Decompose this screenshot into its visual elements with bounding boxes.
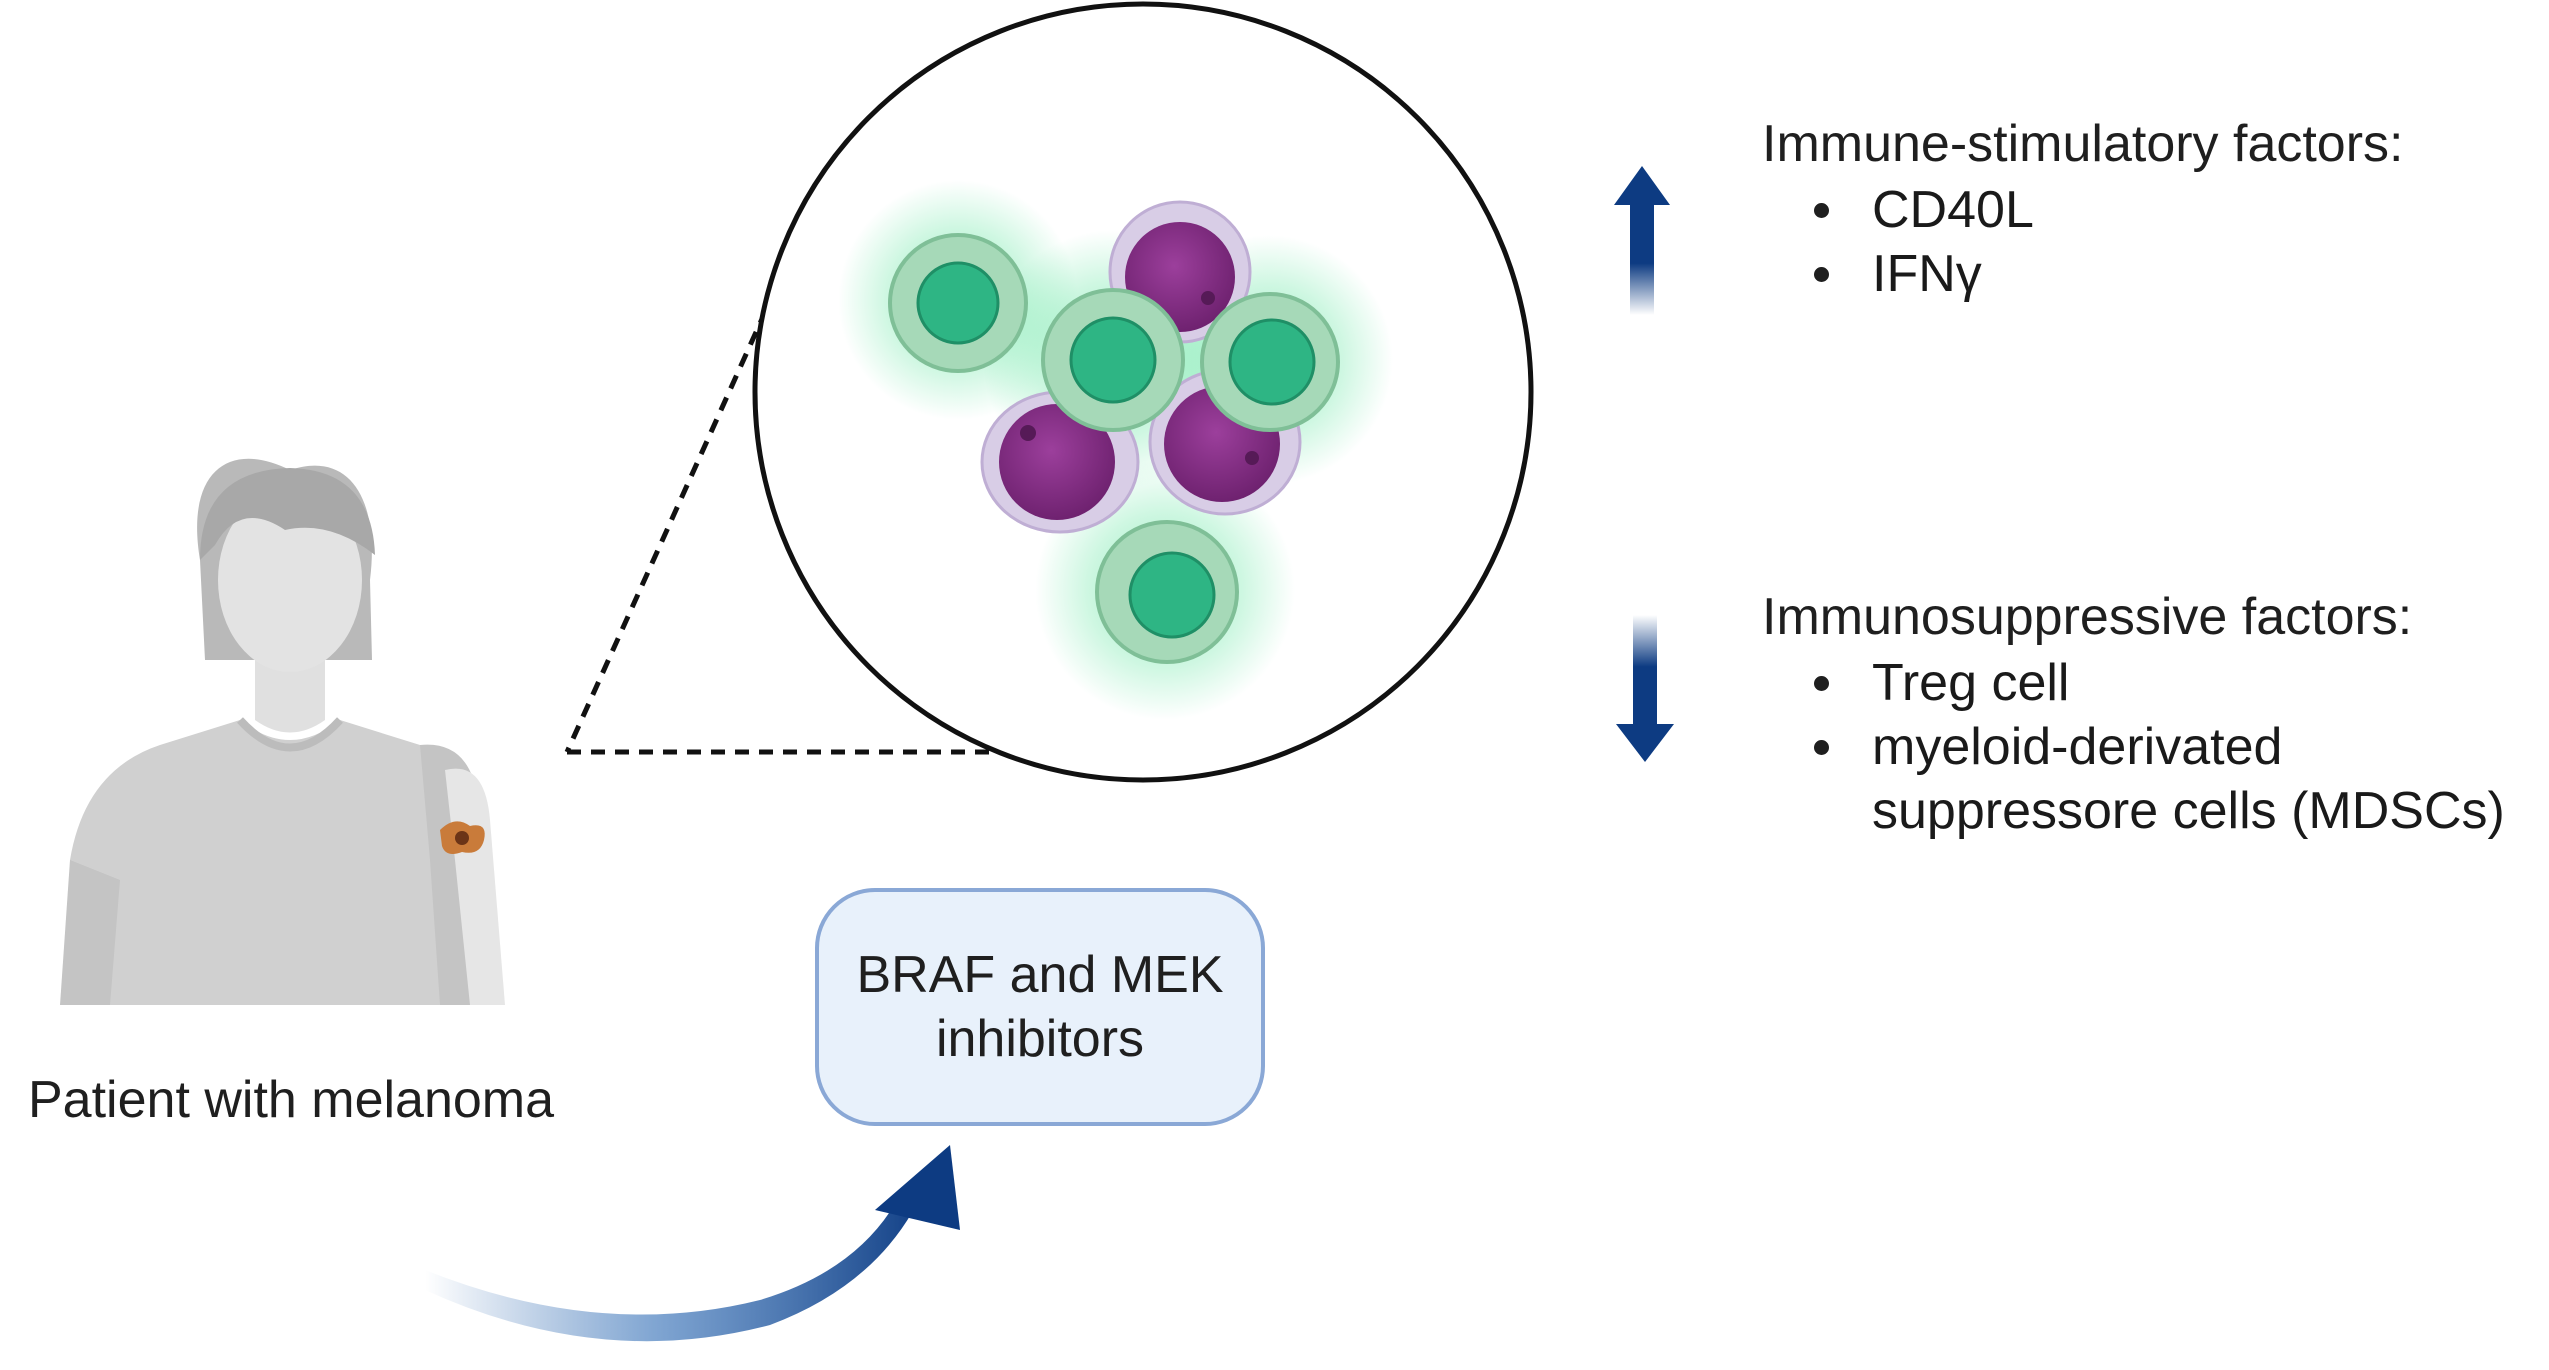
- down-arrow-icon: [1616, 615, 1674, 762]
- t-cell: [1200, 292, 1340, 432]
- factor-label: Treg cell: [1872, 654, 2070, 712]
- immune-stimulatory-list: CD40L IFNγ: [1814, 178, 2034, 306]
- list-item: myeloid-derivated suppressore cells (MDS…: [1814, 715, 2505, 843]
- factor-label: IFNγ: [1872, 245, 1982, 303]
- patient-caption: Patient with melanoma: [28, 1071, 555, 1129]
- curved-arrow-icon: [425, 1145, 960, 1342]
- t-cell: [1095, 520, 1239, 664]
- patient-silhouette: [60, 458, 505, 1005]
- list-item: Treg cell: [1814, 651, 2505, 715]
- t-cell: [888, 233, 1028, 373]
- tumor-microenvironment-view: [752, 1, 1534, 783]
- up-arrow-icon: [1614, 166, 1670, 315]
- bullet-icon: [1814, 267, 1829, 282]
- factor-label: CD40L: [1872, 181, 2034, 239]
- immune-stimulatory-heading: Immune-stimulatory factors:: [1762, 115, 2404, 173]
- immunosuppressive-heading: Immunosuppressive factors:: [1762, 588, 2413, 646]
- bullet-icon: [1814, 740, 1829, 755]
- treatment-label: BRAF and MEK inhibitors: [856, 946, 1224, 1068]
- bullet-icon: [1814, 203, 1829, 218]
- treatment-box: BRAF and MEK inhibitors: [815, 888, 1265, 1126]
- list-item: CD40L: [1814, 178, 2034, 242]
- bullet-icon: [1814, 676, 1829, 691]
- melanoma-lesion-icon: [440, 821, 485, 854]
- t-cell: [1041, 288, 1185, 432]
- factor-label: myeloid-derivated suppressore cells (MDS…: [1872, 718, 2505, 840]
- immunosuppressive-list: Treg cell myeloid-derivated suppressore …: [1814, 651, 2505, 843]
- list-item: IFNγ: [1814, 242, 2034, 306]
